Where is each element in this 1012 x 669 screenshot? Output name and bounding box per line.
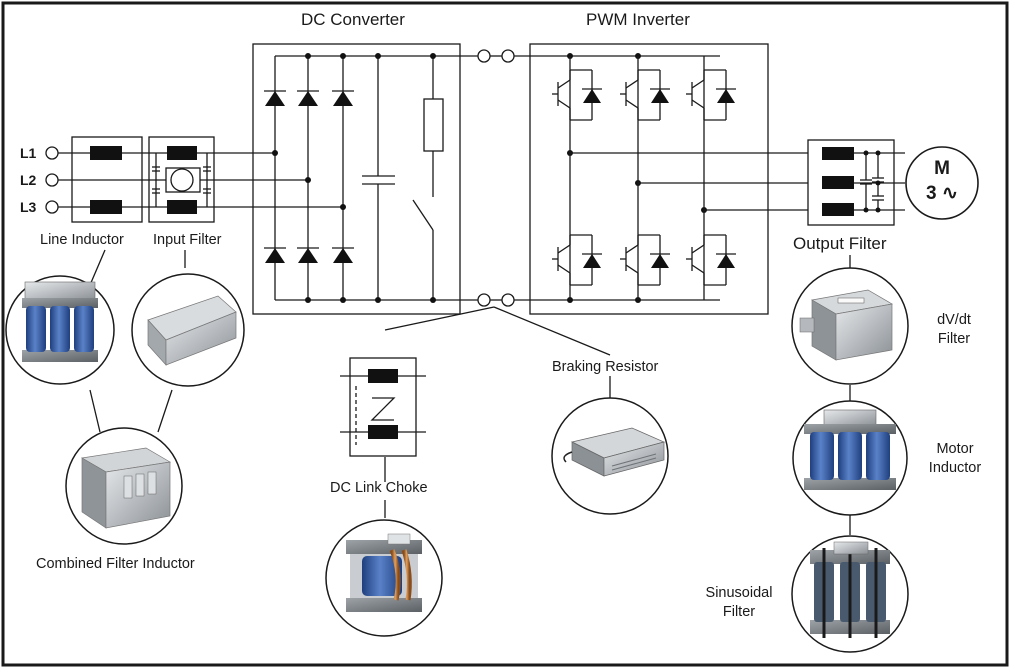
- motor-phase-count: 3: [926, 183, 937, 204]
- dvdt-filter-label-line2: Filter: [937, 331, 971, 347]
- output-filter-title: Output Filter: [793, 234, 887, 253]
- pwm-inverter-box: [529, 43, 769, 315]
- motor-inductor-label-line1: Motor: [936, 441, 974, 457]
- junction-dots: [272, 53, 707, 303]
- dc-link-choke-label: DC Link Choke: [330, 480, 428, 496]
- input-filter-label: Input Filter: [153, 232, 222, 248]
- connector-lines: [89, 249, 851, 535]
- sinusoidal-filter-label: Sinusoidal Filter: [694, 584, 784, 622]
- rectifier-bridge: [264, 56, 354, 300]
- line-inductor-symbols: [90, 146, 122, 214]
- output-filter-dots: [863, 150, 881, 213]
- output-filter-symbols: [822, 147, 905, 216]
- pwm-inverter-title: PWM Inverter: [586, 10, 690, 29]
- phase-l3-label: L3: [20, 199, 37, 215]
- phase-l1-label: L1: [20, 145, 37, 161]
- combined-filter-inductor-label: Combined Filter Inductor: [36, 556, 195, 572]
- sinusoidal-filter-photo: [791, 535, 909, 653]
- brake-resistor-switch: [412, 56, 444, 300]
- braking-resistor-photo: [551, 397, 669, 515]
- motor-ac-symbol: ∿: [942, 183, 958, 204]
- combined-filter-inductor-photo: [65, 427, 183, 545]
- dvdt-filter-label: dV/dt Filter: [920, 311, 988, 349]
- motor-inductor-label: Motor Inductor: [920, 440, 990, 478]
- dc-link-choke-photo: [325, 519, 443, 637]
- line-inductor-photo: [5, 275, 115, 385]
- dc-converter-box: [252, 43, 461, 315]
- input-terminals: [45, 146, 59, 214]
- motor-symbol: [905, 146, 979, 220]
- dc-link-choke-symbol: [340, 357, 426, 457]
- sinusoidal-filter-label-line2: Filter: [722, 604, 756, 620]
- dvdt-filter-label-line1: dV/dt: [937, 312, 971, 328]
- braking-resistor-label: Braking Resistor: [552, 359, 659, 375]
- phase-l2-label: L2: [20, 172, 37, 188]
- dc-link-capacitor: [362, 56, 395, 300]
- igbt-lower: [552, 234, 736, 286]
- dvdt-filter-photo: [791, 267, 909, 385]
- igbt-upper: [552, 69, 736, 121]
- inverter-legs: [569, 56, 808, 300]
- input-filter-photo: [131, 273, 245, 387]
- motor-inductor-label-line2: Inductor: [928, 460, 982, 476]
- motor-letter: M: [934, 158, 950, 179]
- dc-converter-title: DC Converter: [301, 10, 405, 29]
- input-filter-symbols: [152, 146, 211, 214]
- sinusoidal-filter-label-line1: Sinusoidal: [705, 585, 773, 601]
- motor-inductor-photo: [792, 400, 908, 516]
- line-inductor-label: Line Inductor: [40, 232, 124, 248]
